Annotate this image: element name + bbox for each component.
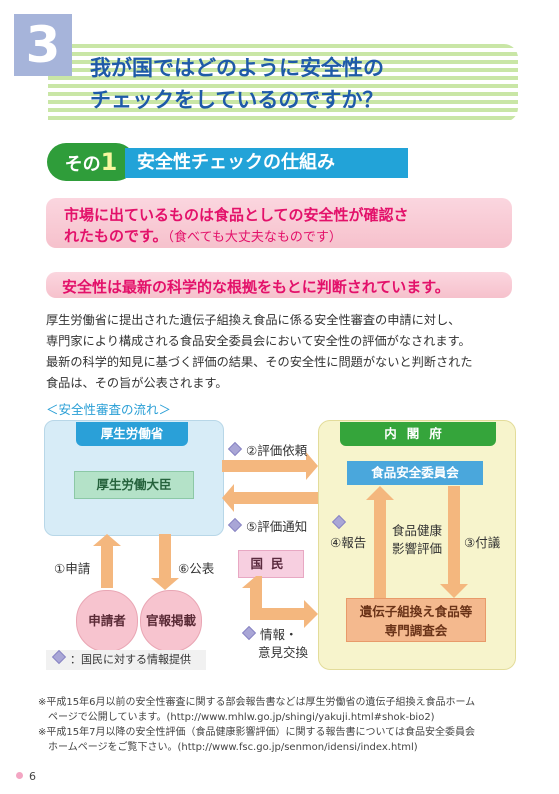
- legend-text: ：国民に対する情報提供: [70, 653, 191, 666]
- mhlw-label: 厚生労働省: [76, 422, 188, 446]
- highlight-1-note: （食べても大丈夫なものです）: [167, 230, 342, 245]
- highlight-1-line-1: 市場に出ているものは食品としての安全性が確認さ: [64, 206, 409, 224]
- body-text: 厚生労働省に提出された遺伝子組換え食品に係る安全性審査の申請に対し、 専門家によ…: [46, 310, 516, 394]
- request-arrow: [222, 452, 318, 480]
- report-arrow: [366, 486, 394, 598]
- page-number-text: 6: [29, 770, 36, 783]
- footnote-line: ページで公開しています。(http://www.mhlw.go.jp/shing…: [38, 712, 435, 723]
- highlight-1-text: れたものです。: [64, 227, 168, 245]
- publish-label: ⑥公表: [178, 561, 215, 576]
- footnote-line: ※平成15年6月以前の安全性審査に関する部会報告書などは厚生労働省の遺伝子組換え…: [38, 697, 476, 708]
- expert-line-1: 遺伝子組換え食品等: [359, 604, 473, 619]
- apply-arrow: [93, 534, 121, 588]
- cabinet-label: 内閣府: [340, 422, 496, 446]
- assessment-label: 食品健康 影響評価: [392, 522, 442, 558]
- footnote-line: ※平成15年7月以降の安全性評価（食品健康影響評価）に関する報告書については食品…: [38, 727, 475, 738]
- applicant-circle: 申請者: [76, 590, 138, 652]
- highlight-2-text: 安全性は最新の科学的な根拠をもとに判断されています。: [62, 278, 450, 296]
- notify-text: ⑤評価通知: [246, 519, 308, 534]
- highlight-box-2: 安全性は最新の科学的な根拠をもとに判断されています。: [46, 272, 512, 298]
- minister-box: 厚生労働大臣: [74, 471, 194, 499]
- assessment-line-1: 食品健康: [392, 523, 443, 538]
- title-line-1: 我が国ではどのように安全性の: [90, 56, 384, 80]
- body-line: 専門家により構成される食品安全委員会において安全性の評価がなされます。: [46, 334, 471, 348]
- refer-label: ③付議: [464, 535, 501, 550]
- info-diamond-icon: [227, 517, 243, 533]
- body-line: 食品は、その旨が公表されます。: [46, 376, 228, 390]
- expert-committee-box: 遺伝子組換え食品等 専門調査会: [346, 598, 486, 642]
- request-label: ②評価依頼: [227, 440, 308, 459]
- page-title: 我が国ではどのように安全性の チェックをしているのですか？: [90, 52, 510, 116]
- notify-label: ⑤評価通知: [227, 516, 308, 535]
- request-text: ②評価依頼: [246, 443, 308, 458]
- section-badge: その1: [47, 143, 135, 181]
- exchange-line-2: 意見交換: [258, 645, 309, 660]
- page-number: 6: [16, 770, 36, 783]
- chapter-number: 3: [14, 14, 72, 76]
- footnotes: ※平成15年6月以前の安全性審査に関する部会報告書などは厚生労働省の遺伝子組換え…: [38, 695, 524, 755]
- notify-arrow: [222, 484, 318, 512]
- body-line: 厚生労働省に提出された遺伝子組換え食品に係る安全性審査の申請に対し、: [46, 313, 461, 327]
- section-number: 1: [100, 148, 118, 176]
- assessment-line-2: 影響評価: [392, 541, 443, 556]
- info-diamond-icon: [241, 625, 257, 641]
- exchange-label: 情報・ 意見交換: [241, 625, 309, 662]
- info-diamond-icon: [51, 649, 67, 665]
- publish-arrow: [151, 534, 179, 590]
- highlight-box-1: 市場に出ているものは食品としての安全性が確認さ れたものです。（食べても大丈夫な…: [46, 198, 512, 248]
- info-diamond-icon: [227, 441, 243, 457]
- page-dot-icon: [16, 772, 23, 779]
- people-box: 国民: [238, 550, 304, 578]
- apply-label: ①申請: [54, 561, 91, 576]
- legend: ：国民に対する情報提供: [46, 649, 206, 670]
- info-diamond-icon: [331, 514, 347, 530]
- footnote-line: ホームページをご覧下さい。(http://www.fsc.go.jp/senmo…: [38, 742, 418, 753]
- title-line-2: チェックをしているのですか？: [90, 88, 384, 112]
- exchange-arrow: [242, 576, 318, 628]
- highlight-1-line-2: れたものです。（食べても大丈夫なものです）: [64, 225, 342, 246]
- report-label: ④報告: [330, 535, 367, 550]
- section-prefix: その: [64, 154, 101, 175]
- body-line: 最新の科学的知見に基づく評価の結果、その安全性に問題がないと判断された: [46, 355, 473, 369]
- flow-title: ＜安全性審査の流れ＞: [46, 402, 172, 417]
- section-heading: 安全性チェックの仕組み: [125, 148, 408, 178]
- fsc-box: 食品安全委員会: [347, 461, 483, 485]
- gazette-circle: 官報掲載: [140, 590, 202, 652]
- report-diamond: [331, 514, 350, 531]
- exchange-line-1: 情報・: [260, 627, 298, 642]
- title-band: [48, 44, 518, 122]
- expert-line-2: 専門調査会: [384, 623, 448, 638]
- refer-arrow: [440, 486, 468, 598]
